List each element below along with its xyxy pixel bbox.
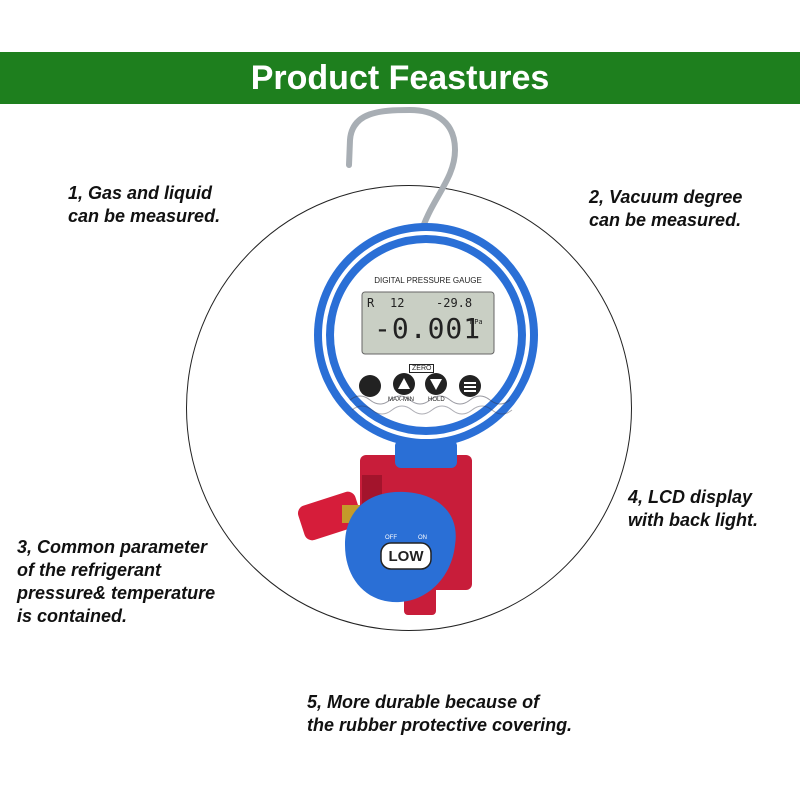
product-circle-outline <box>186 185 632 631</box>
feature-1-line-1: 1, Gas and liquid <box>68 183 213 203</box>
hook-icon <box>346 106 459 239</box>
lcd-screen <box>361 291 495 355</box>
zero-label: ZERO <box>409 364 435 373</box>
valve-label-box <box>380 542 432 570</box>
feature-4-line-2: with back light. <box>628 510 759 530</box>
feature-2-line-2: can be measured. <box>589 210 742 230</box>
header-banner <box>0 52 800 104</box>
lcd-refrigerant: 12 <box>390 296 405 310</box>
side-fitting <box>297 491 363 541</box>
feature-2-line-1: 2, Vacuum degree <box>589 187 743 207</box>
hold-label: HOLD <box>428 397 445 403</box>
lcd-temperature: -29.8 <box>436 296 473 310</box>
gauge-brand-text: DIGITAL PRESSURE GAUGE <box>374 276 482 285</box>
power-button <box>359 375 381 397</box>
feature-3-line-4: is contained. <box>17 606 128 626</box>
feature-4: 4, LCD display with back light. <box>628 486 758 532</box>
feature-5: 5, More durable because of the rubber pr… <box>307 691 572 737</box>
feature-2: 2, Vacuum degree can be measured. <box>589 186 742 232</box>
lcd-value: -0.001 <box>374 312 482 345</box>
feature-5-line-2: the rubber protective covering. <box>307 715 573 735</box>
feature-3-line-1: 3, Common parameter <box>17 537 208 557</box>
feature-3-line-2: of the refrigerant <box>17 560 162 580</box>
lcd-top-left: R <box>367 296 375 310</box>
maxmin-label: MAX-MIN <box>388 397 414 403</box>
feature-3: 3, Common parameter of the refrigerant p… <box>17 536 215 628</box>
feature-5-line-1: 5, More durable because of <box>307 692 540 712</box>
valve-low-label: LOW <box>388 548 424 565</box>
lcd-unit: MPa <box>470 318 483 326</box>
valve-on-label: ON <box>418 535 427 541</box>
feature-1: 1, Gas and liquid can be measured. <box>68 182 220 228</box>
valve-off-label: OFF <box>385 535 397 541</box>
page-title: Product Feastures <box>250 59 550 97</box>
feature-4-line-1: 4, LCD display <box>628 487 753 507</box>
feature-1-line-2: can be measured. <box>68 206 221 226</box>
feature-3-line-3: pressure& temperature <box>17 583 216 603</box>
